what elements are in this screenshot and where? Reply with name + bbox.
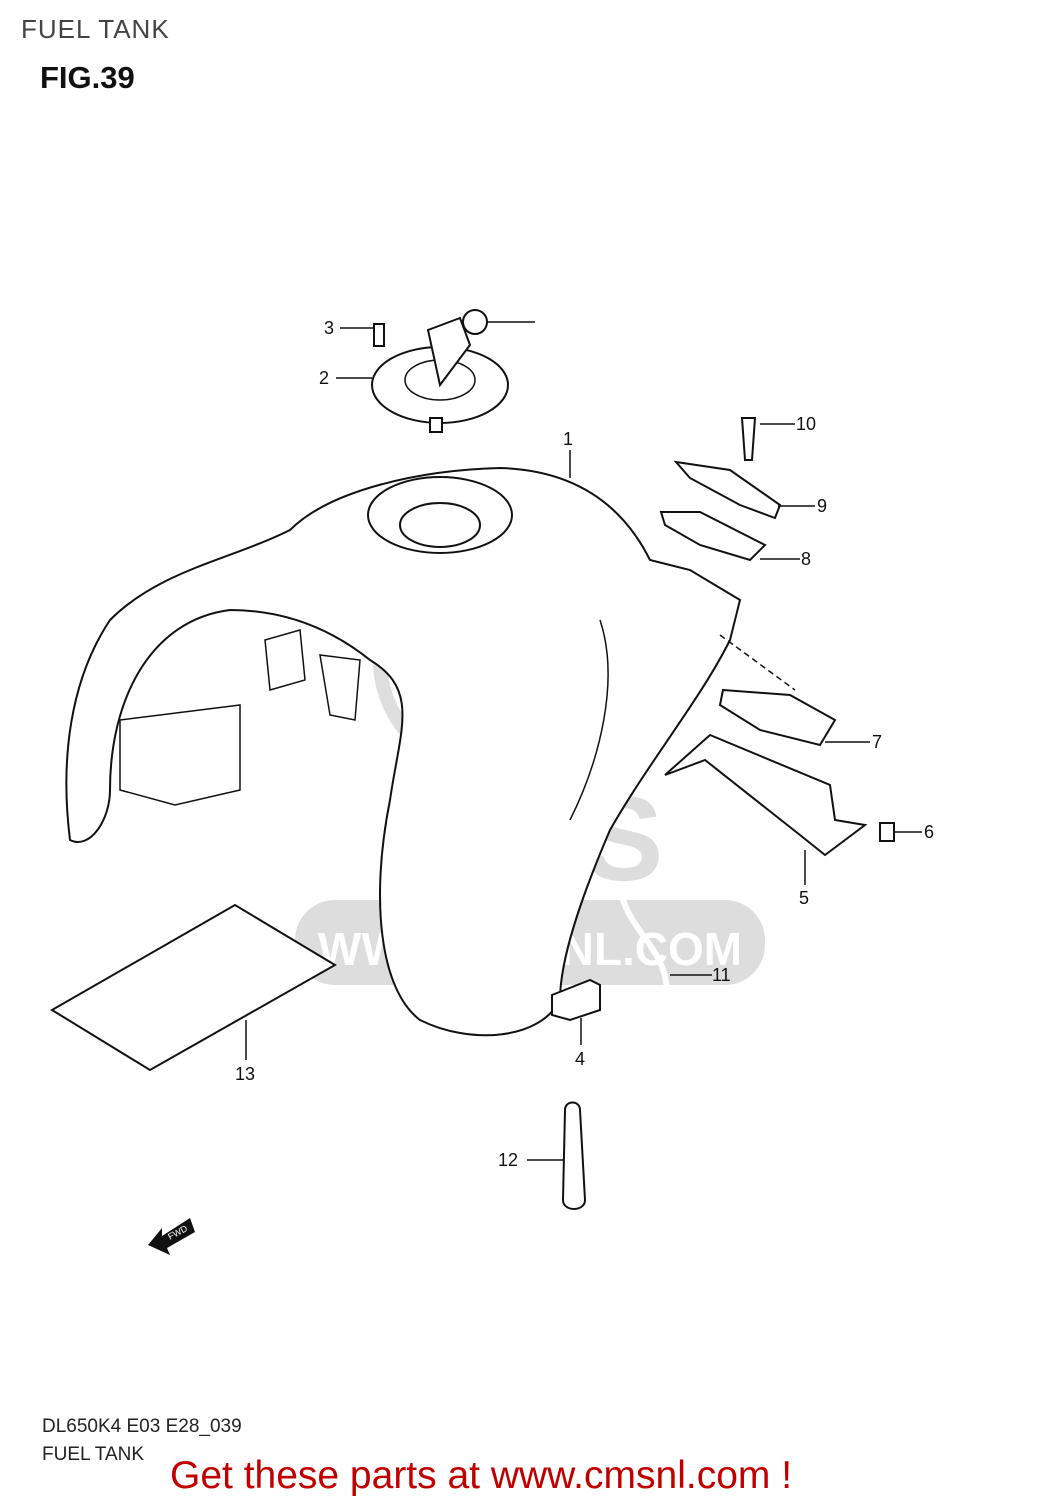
figure-number: FIG.39 [40,60,135,95]
section-title: FUEL TANK [21,14,170,44]
callout-12[interactable]: 12 [498,1150,518,1170]
fuel-cap-part[interactable] [371,309,535,433]
callout-9[interactable]: 9 [817,496,827,516]
bolt-10-part[interactable] [740,417,757,461]
callout-4[interactable]: 4 [575,1049,585,1069]
callout-1[interactable]: 1 [563,429,573,449]
cushion-8-part[interactable] [659,511,767,562]
diagram-code: DL650K4 E03 E28_039 [42,1416,242,1437]
callout-7[interactable]: 7 [872,732,882,752]
callout-2[interactable]: 2 [319,368,329,388]
pad-13-part[interactable] [50,903,337,1072]
callout-8[interactable]: 8 [801,549,811,569]
bracket-9-part[interactable] [673,460,782,520]
cta-link[interactable]: Get these parts at www.cmsnl.com ! [170,1454,793,1497]
callout-6[interactable]: 6 [924,822,934,842]
fwd-arrow-icon: FWD [148,1218,195,1255]
callout-3[interactable]: 3 [324,318,334,338]
cushion-7-part[interactable] [718,688,837,747]
strap-12-part[interactable] [561,1101,587,1210]
callout-11[interactable]: 11 [712,965,731,985]
fuel-tank-part[interactable] [65,466,742,1037]
bolt-6-part[interactable] [879,822,895,842]
damper-4-part[interactable] [551,978,601,1022]
bracket-5-part[interactable] [664,733,868,857]
leader-lines [245,327,922,1161]
bolt-part[interactable] [373,323,385,347]
footer-title: FUEL TANK [42,1444,145,1465]
callout-10[interactable]: 10 [796,414,816,434]
callout-13[interactable]: 13 [235,1064,255,1084]
callout-5[interactable]: 5 [799,888,809,908]
